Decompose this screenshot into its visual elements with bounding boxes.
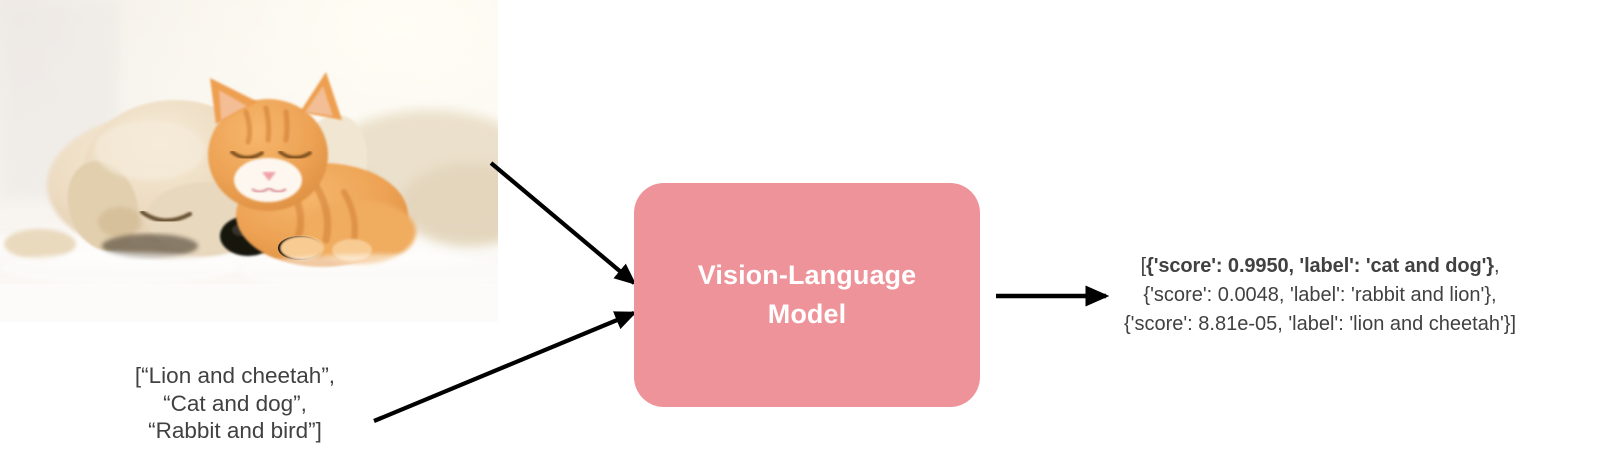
vision-language-model-box: Vision-Language Model	[634, 183, 980, 407]
output-line-3: {'score': 8.81e-05, 'label': 'lion and c…	[1123, 313, 1517, 335]
input-image	[0, 0, 498, 322]
arrow-text-to-model	[373, 311, 637, 423]
output-line-1: [{'score': 0.9950, 'label': 'cat and dog…	[1060, 252, 1580, 281]
model-output: [{'score': 0.9950, 'label': 'cat and dog…	[1060, 252, 1580, 339]
output-line-1-suffix: ,	[1493, 255, 1500, 277]
candidate-labels-text: [“Lion and cheetah”, “Cat and dog”, “Rab…	[134, 363, 336, 443]
puppy-and-kitten-photo	[0, 0, 498, 322]
output-line-2: {'score': 0.0048, 'label': 'rabbit and l…	[1143, 284, 1497, 306]
arrow-image-to-model	[489, 161, 637, 285]
model-box-label: Vision-Language Model	[697, 259, 917, 329]
output-line-1-body: {'score': 0.9950, 'label': 'cat and dog'…	[1146, 255, 1494, 277]
output-line-1-prefix: [	[1140, 255, 1147, 277]
